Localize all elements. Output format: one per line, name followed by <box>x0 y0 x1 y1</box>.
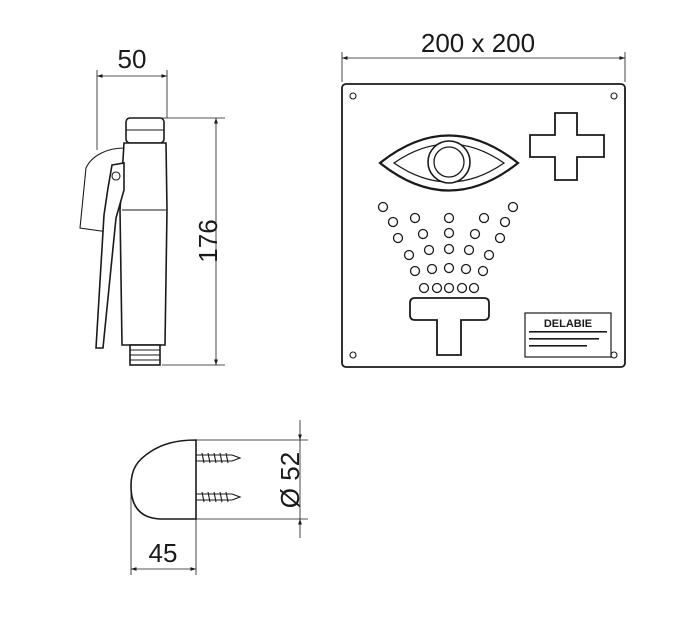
shower-height-dimension: 176 <box>162 117 225 366</box>
shower-width-dimension: 50 <box>96 44 168 150</box>
wall-diameter-dimension: Ø 52 <box>196 420 308 538</box>
water-spray-icon <box>377 201 519 294</box>
mounting-cap <box>130 439 197 520</box>
eyewash-sign: 200 x 200 <box>341 28 626 368</box>
shower-body <box>119 142 168 346</box>
screw-icon <box>196 452 242 464</box>
shower-height-label: 176 <box>193 219 223 262</box>
eye-icon <box>378 134 520 192</box>
eyewash-basin-icon <box>409 297 490 356</box>
mounting-hole <box>349 351 357 359</box>
lever-pivot <box>111 171 121 181</box>
eyewash-shower-side-view: 50 176 <box>79 44 225 366</box>
brand-logo: DELABIE <box>544 318 592 330</box>
wall-diameter-label: Ø 52 <box>275 452 305 508</box>
sign-width-dimension: 200 x 200 <box>341 28 626 82</box>
wall-depth-dimension: 45 <box>130 480 197 575</box>
push-lever <box>95 162 125 349</box>
mounting-hole <box>610 92 618 100</box>
wall-mount-side-view: Ø 52 45 <box>130 420 308 575</box>
mounting-hole <box>349 92 357 100</box>
first-aid-cross-icon <box>529 112 605 181</box>
brand-label-plate: DELABIE <box>524 312 612 358</box>
sign-size-label: 200 x 200 <box>421 28 535 58</box>
wall-depth-label: 45 <box>149 538 178 568</box>
handle-guard <box>79 147 125 233</box>
shower-width-label: 50 <box>118 44 147 74</box>
screw-icon <box>196 491 242 503</box>
